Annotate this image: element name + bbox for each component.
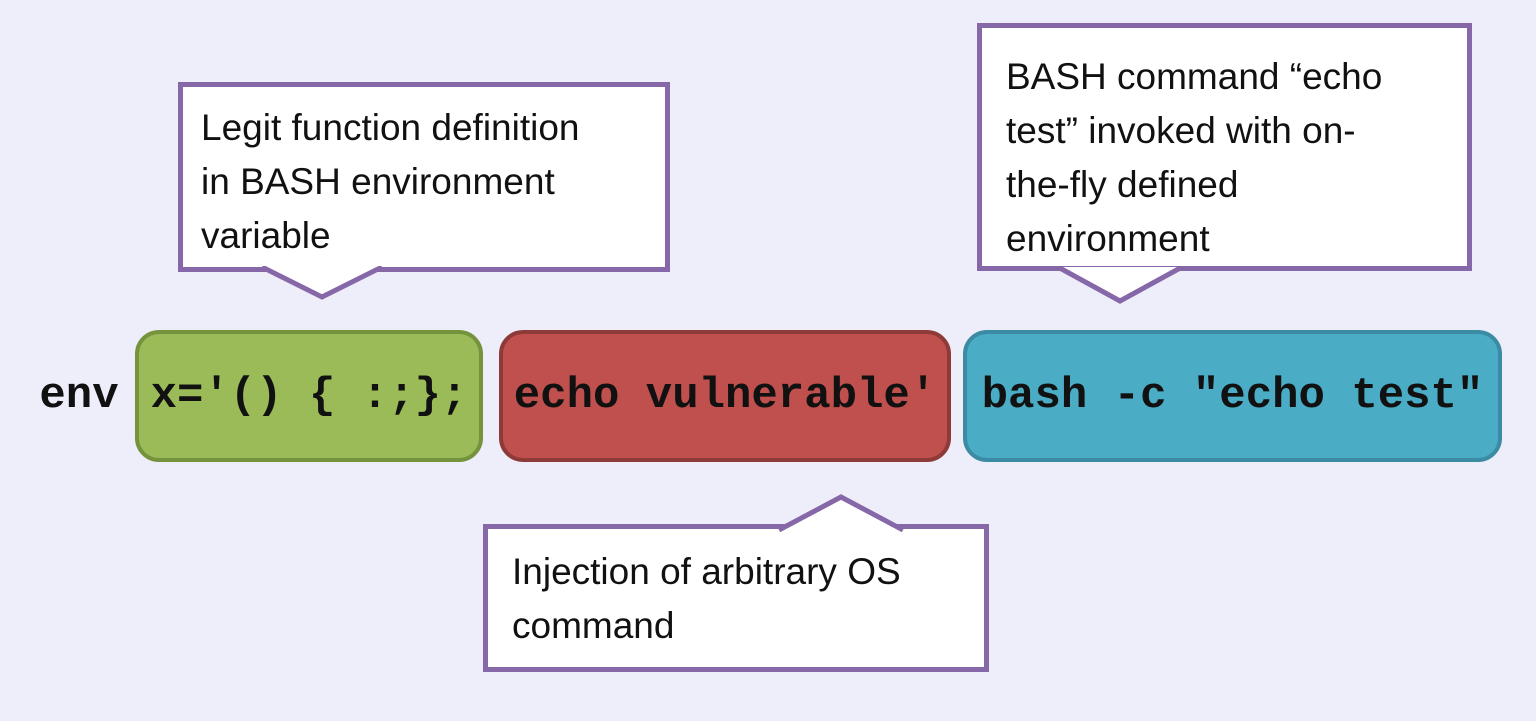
callout-text: Injection of arbitrary OS command: [488, 529, 984, 669]
callout-legit-function-definition: Legit function definition in BASH enviro…: [178, 82, 670, 272]
command-line: env x='() { :;}; echo vulnerable' bash -…: [0, 330, 1536, 462]
command-prefix-env: env: [39, 371, 119, 421]
command-segment-injected-command: echo vulnerable': [499, 330, 951, 462]
command-segment-text: echo vulnerable': [513, 371, 937, 421]
callout-line: command: [512, 605, 675, 646]
callout-line: environment: [1006, 218, 1210, 259]
callout-line: in BASH environment: [201, 161, 555, 202]
callout-text: BASH command “echo test” invoked with on…: [982, 28, 1467, 288]
callout-tail-up-icon: [777, 494, 905, 532]
command-segment-text: x='() { :;};: [150, 371, 468, 421]
command-segment-bash-invocation: bash -c "echo test": [963, 330, 1502, 462]
callout-text: Legit function definition in BASH enviro…: [183, 87, 665, 277]
callout-tail-down-icon: [260, 266, 384, 300]
callout-os-command-injection: Injection of arbitrary OS command: [483, 524, 989, 672]
callout-bash-invocation: BASH command “echo test” invoked with on…: [977, 23, 1472, 271]
callout-line: test” invoked with on-: [1006, 110, 1356, 151]
callout-line: Injection of arbitrary OS: [512, 551, 901, 592]
callout-line: Legit function definition: [201, 107, 580, 148]
callout-line: BASH command “echo: [1006, 56, 1383, 97]
callout-line: the-fly defined: [1006, 164, 1239, 205]
command-segment-function-definition: x='() { :;};: [135, 330, 483, 462]
callout-tail-down-icon: [1056, 266, 1184, 304]
command-segment-text: bash -c "echo test": [981, 371, 1484, 421]
callout-line: variable: [201, 215, 331, 256]
